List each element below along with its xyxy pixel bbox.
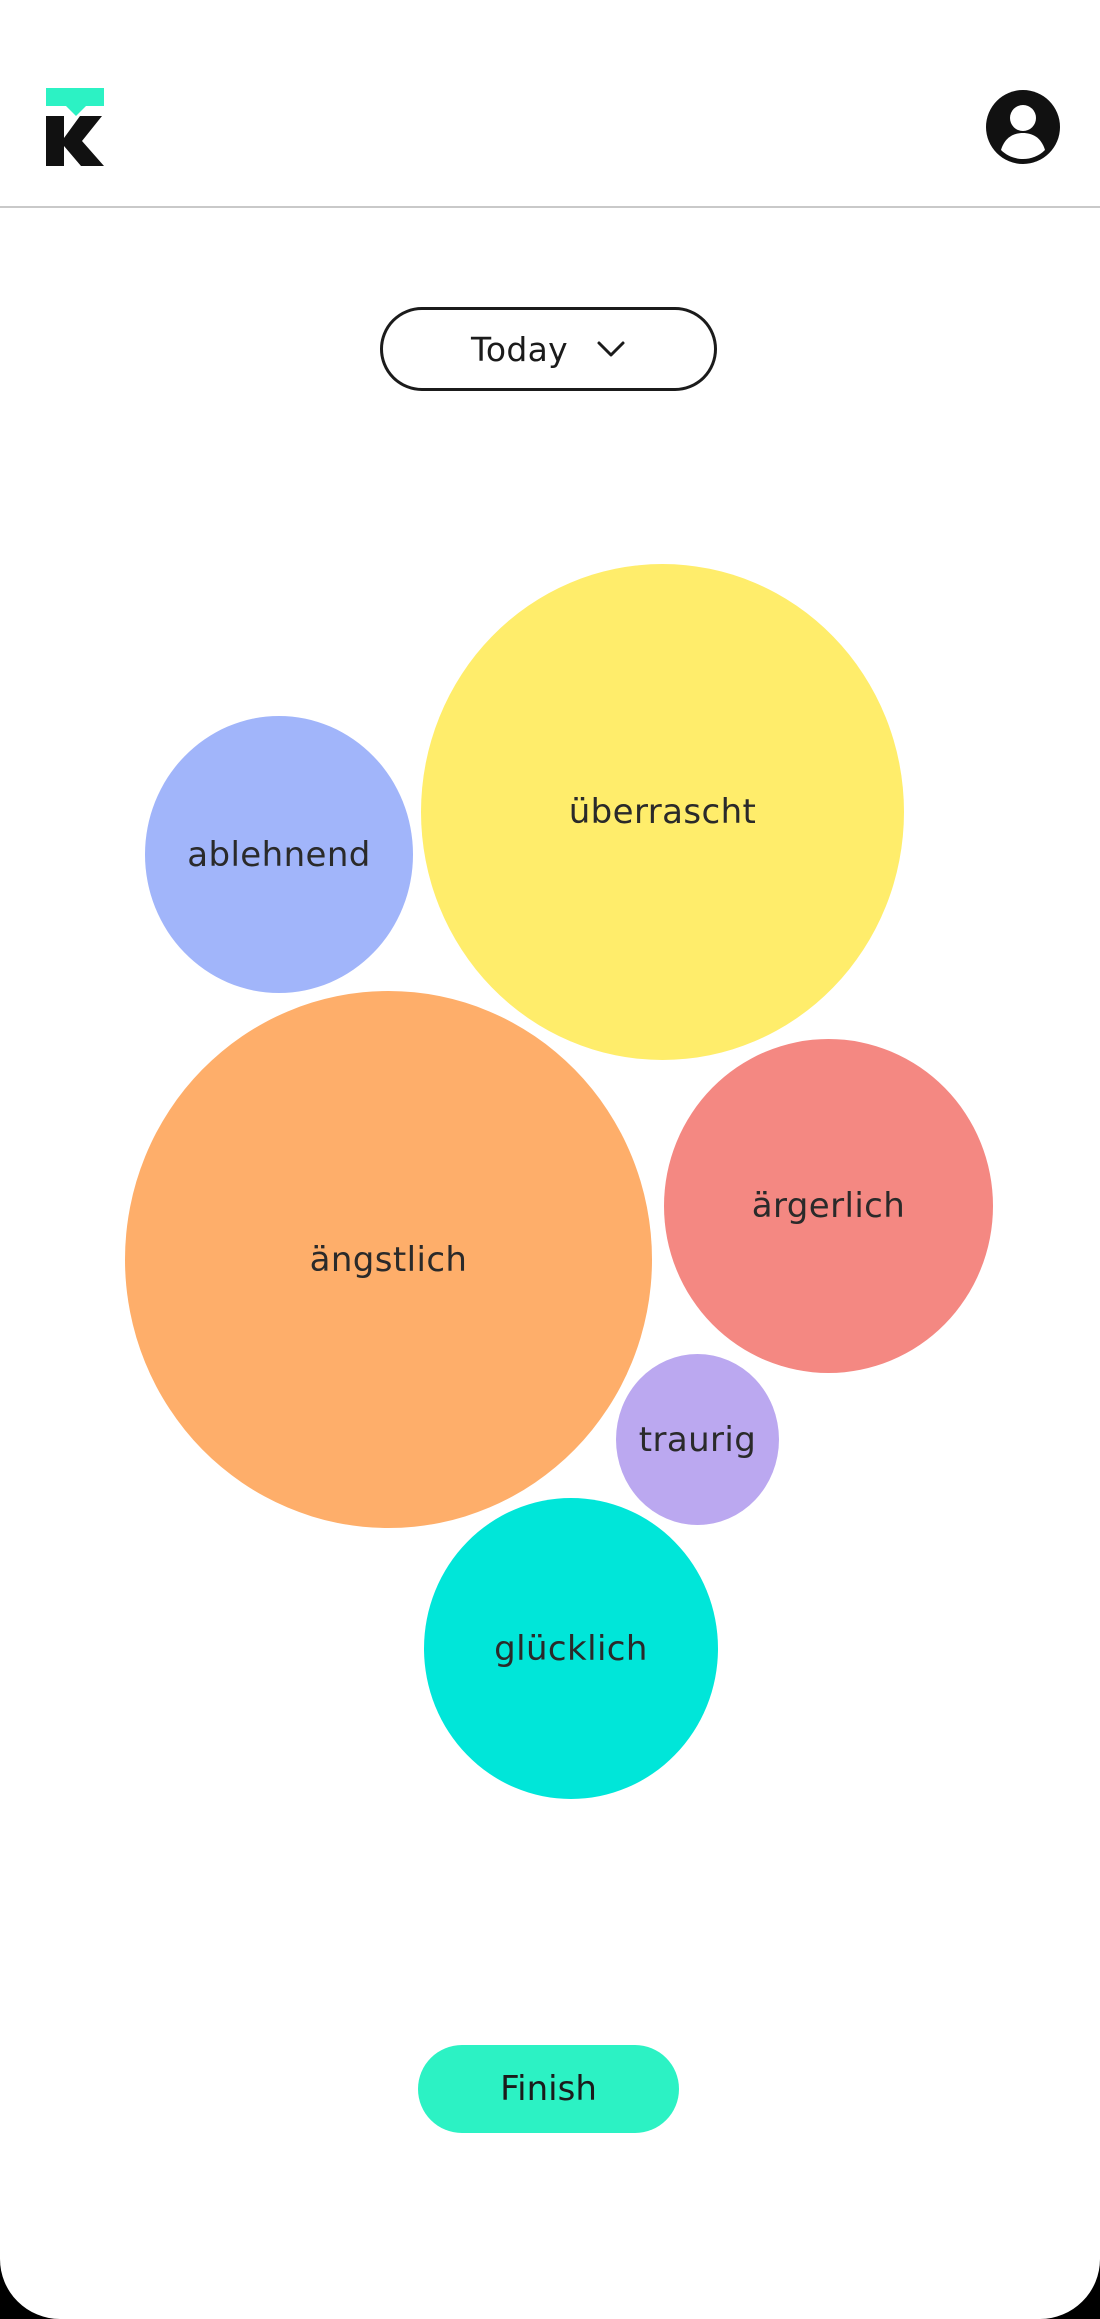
emotion-label: traurig bbox=[638, 1419, 757, 1460]
emotion-label: überrascht bbox=[568, 792, 757, 832]
emotion-label: ängstlich bbox=[309, 1239, 468, 1280]
chevron-down-icon bbox=[597, 341, 625, 357]
finish-button[interactable]: Finish bbox=[418, 2045, 679, 2133]
emotion-bubble-aergerlich[interactable]: ärgerlich bbox=[664, 1039, 993, 1373]
emotion-bubble-ablehnend[interactable]: ablehnend bbox=[145, 716, 413, 993]
emotion-bubble-gluecklich[interactable]: glücklich bbox=[424, 1498, 718, 1799]
date-range-label: Today bbox=[471, 329, 568, 369]
emotion-label: ablehnend bbox=[187, 834, 371, 875]
k-logo-icon bbox=[46, 88, 104, 166]
date-range-dropdown[interactable]: Today bbox=[380, 307, 717, 391]
emotion-label: glücklich bbox=[494, 1628, 648, 1669]
user-account-icon[interactable] bbox=[986, 90, 1060, 164]
app-header bbox=[0, 0, 1100, 208]
emotion-label: ärgerlich bbox=[751, 1186, 906, 1226]
emotion-bubble-ueberrascht[interactable]: überrascht bbox=[421, 564, 904, 1060]
emotion-bubble-traurig[interactable]: traurig bbox=[616, 1354, 779, 1525]
emotion-bubble-aengstlich[interactable]: ängstlich bbox=[125, 991, 652, 1528]
